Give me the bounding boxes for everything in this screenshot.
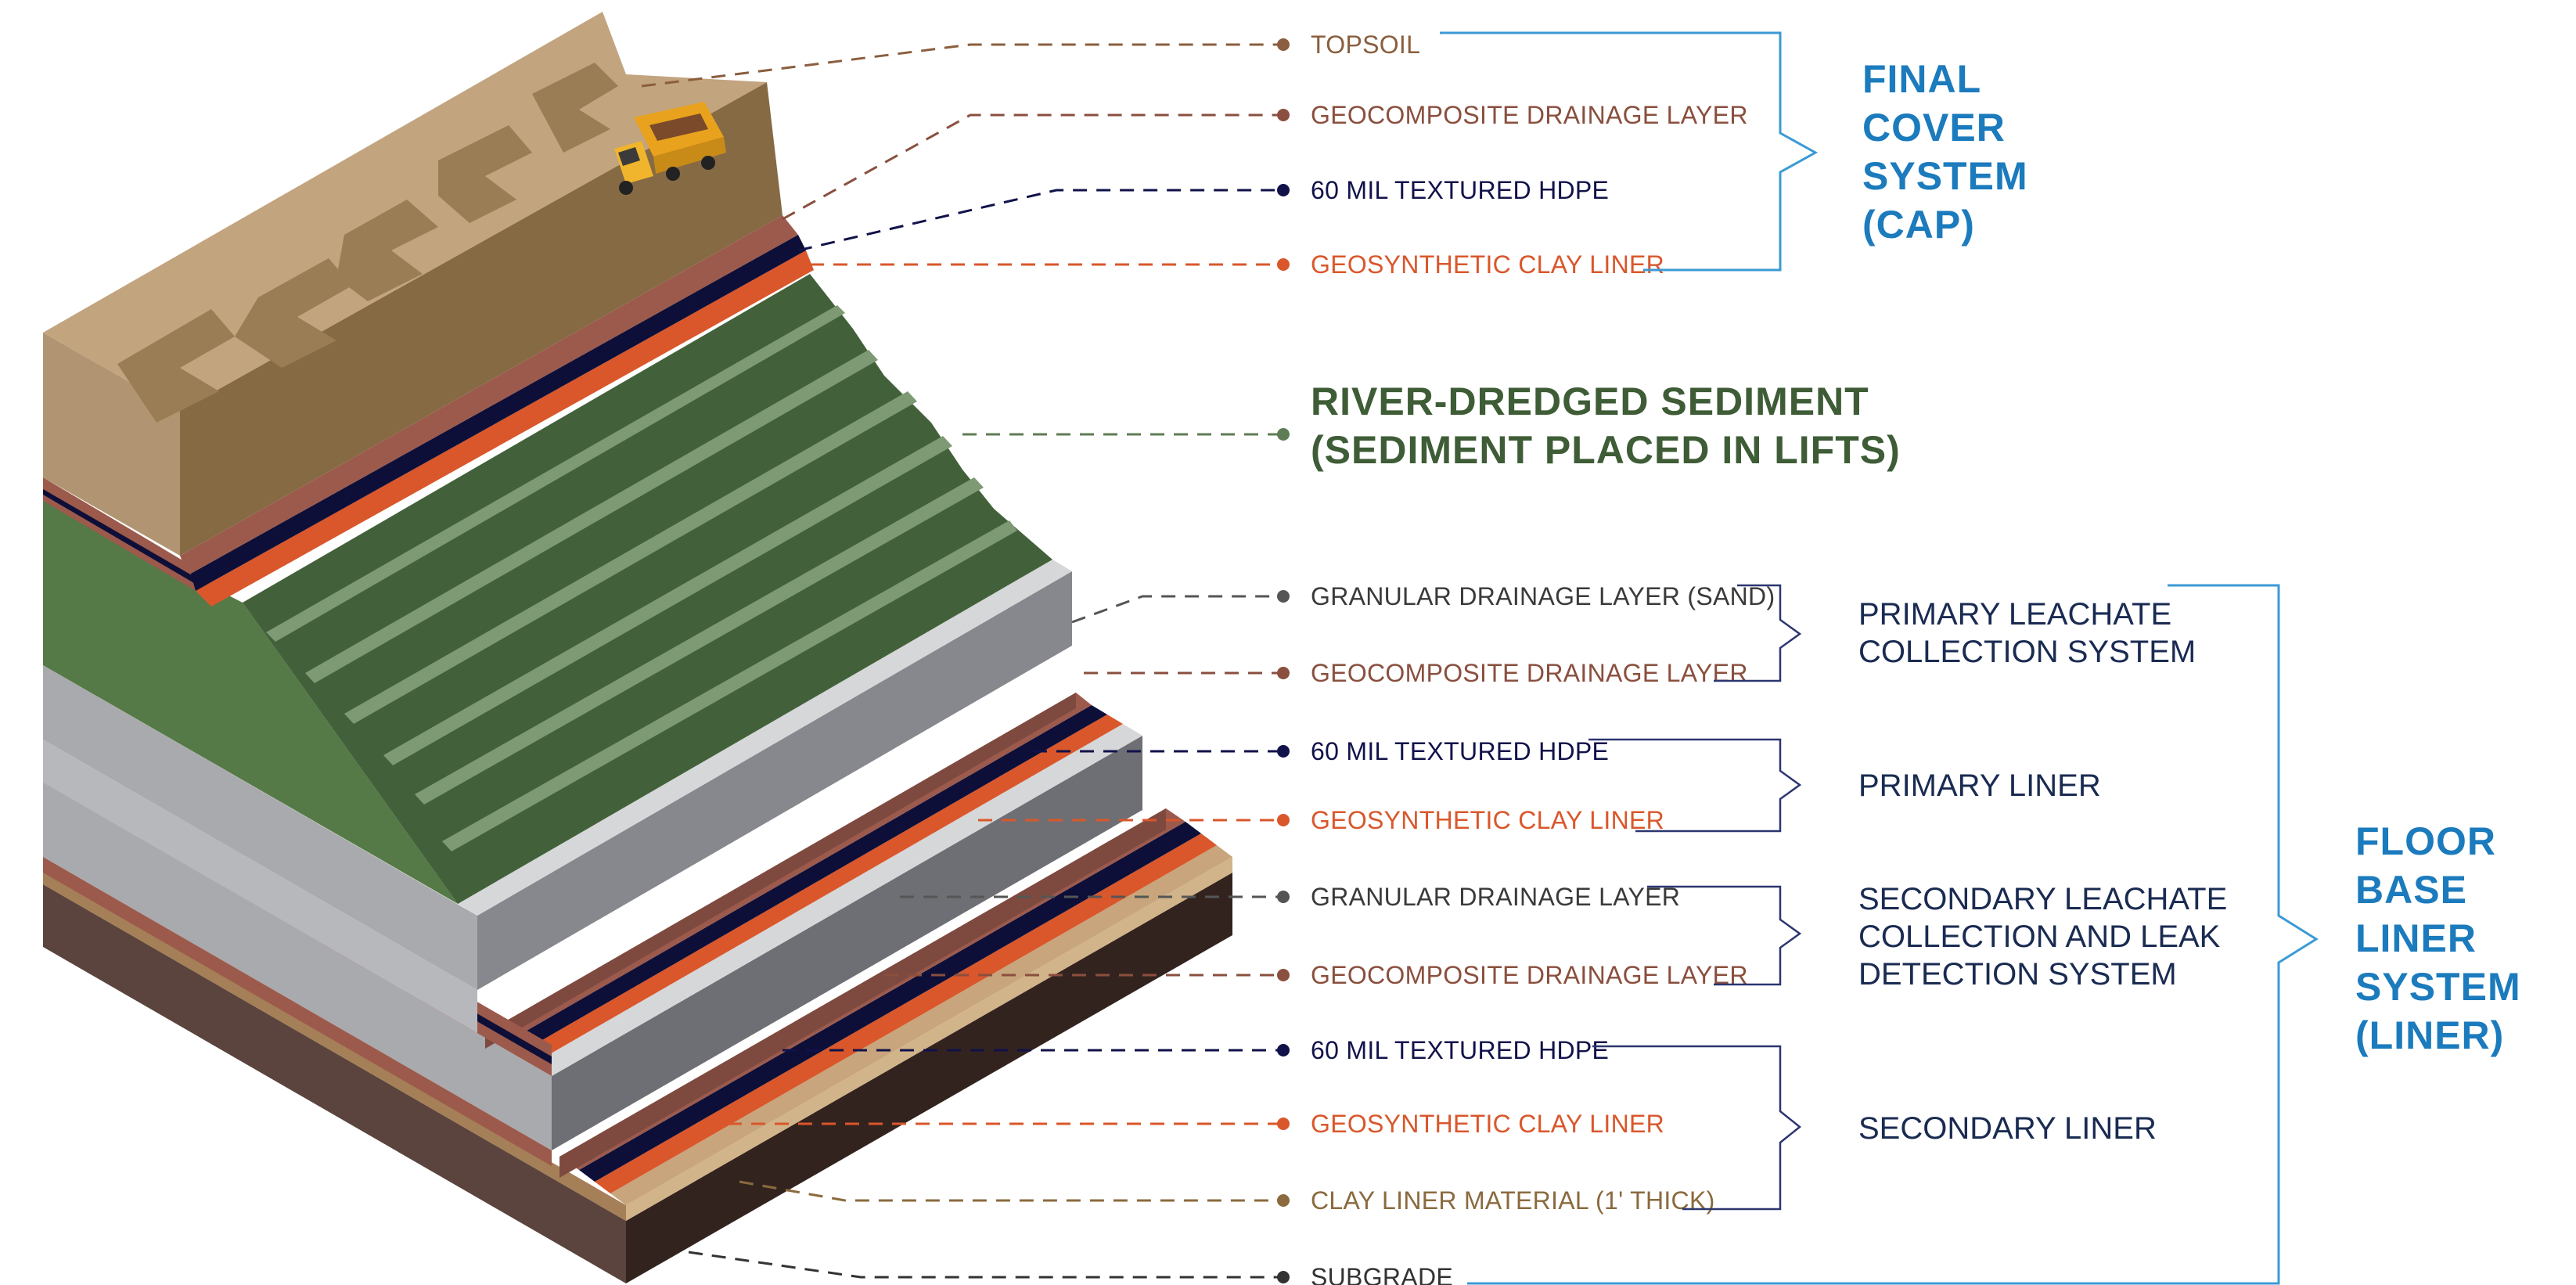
cap-title-line-1: FINAL (1862, 57, 1981, 101)
label-subgrade: SUBGRADE (1311, 1263, 1453, 1285)
cap-front-hdpe (43, 489, 194, 583)
cap-title-line-3: SYSTEM (1862, 154, 2028, 198)
primary-geocomposite-side (485, 693, 1076, 1049)
bracket-primary-liner (1588, 738, 1802, 833)
secondary-granular-front (43, 783, 552, 1150)
clay-side (626, 857, 1232, 1221)
liner-title-line-1: FLOOR (2355, 819, 2496, 863)
group-labels: PRIMARY LEACHATE COLLECTION SYSTEM PRIMA… (1858, 597, 2227, 1146)
liner-title-line-2: BASE (2355, 868, 2467, 912)
label-secondary-granular: GRANULAR DRAINAGE LAYER (1311, 883, 1680, 911)
clay-front (43, 869, 626, 1221)
cap-title-line-2: COVER (1862, 106, 2006, 149)
group-secondary-leachate-2: COLLECTION AND LEAK (1858, 920, 2221, 954)
sediment-title: RIVER-DREDGED SEDIMENT (SEDIMENT PLACED … (1311, 380, 1901, 472)
cap-bracket (1440, 31, 1819, 272)
cap-labels: TOPSOIL GEOCOMPOSITE DRAINAGE LAYER 60 M… (1311, 31, 1748, 279)
liner-title: FLOOR BASE LINER SYSTEM (LINER) (2355, 819, 2521, 1057)
sediment-title-line-2: (SEDIMENT PLACED IN LIFTS) (1311, 428, 1901, 472)
sediment-front (43, 501, 458, 904)
topsoil-side (180, 82, 783, 556)
secondary-granular-top (532, 724, 1142, 1076)
cap-gcl (196, 250, 814, 607)
leader-dots (1277, 38, 1290, 1283)
secondary-granular-side (552, 736, 1142, 1150)
liner-bracket (1467, 584, 2319, 1285)
group-primary-liner: PRIMARY LINER (1858, 768, 2101, 803)
erosion-cuts (117, 63, 618, 423)
label-primary-geocomposite: GEOCOMPOSITE DRAINAGE LAYER (1311, 659, 1748, 687)
group-secondary-liner: SECONDARY LINER (1858, 1111, 2157, 1146)
secondary-geocomposite-side (559, 808, 1166, 1178)
liner-title-line-4: SYSTEM (2355, 965, 2521, 1009)
sediment-title-line-1: RIVER-DREDGED SEDIMENT (1311, 380, 1869, 423)
label-primary-hdpe: 60 MIL TEXTURED HDPE (1311, 737, 1609, 765)
bracket-primary-leachate (1714, 584, 1802, 682)
cap-title-line-4: (CAP) (1862, 203, 1975, 247)
primary-granular-top (458, 560, 1072, 916)
liner-labels: GRANULAR DRAINAGE LAYER (SAND) GEOCOMPOS… (1311, 582, 1775, 1285)
group-secondary-leachate-3: DETECTION SYSTEM (1858, 957, 2177, 992)
liner-title-line-3: LINER (2355, 916, 2477, 960)
label-cap-hdpe: 60 MIL TEXTURED HDPE (1311, 176, 1609, 204)
primary-granular-front (43, 665, 477, 990)
bracket-secondary-leachate (1647, 885, 1802, 986)
secondary-gcl-top (595, 833, 1217, 1193)
label-primary-granular: GRANULAR DRAINAGE LAYER (SAND) (1311, 582, 1775, 610)
cap-geocomposite (180, 215, 798, 575)
subgrade-front (43, 884, 626, 1283)
label-clay-liner: CLAY LINER MATERIAL (1' THICK) (1311, 1186, 1715, 1215)
label-secondary-gcl: GEOSYNTHETIC CLAY LINER (1311, 1110, 1664, 1138)
primary-granular-side (477, 571, 1072, 990)
group-secondary-leachate-1: SECONDARY LEACHATE (1858, 882, 2227, 916)
label-cap-gcl: GEOSYNTHETIC CLAY LINER (1311, 250, 1664, 279)
sediment-lifts (266, 305, 1017, 851)
group-brackets (1588, 584, 1802, 1211)
isometric-block (43, 12, 1232, 1283)
label-cap-geocomposite: GEOCOMPOSITE DRAINAGE LAYER (1311, 101, 1748, 129)
secondary-hdpe-top (579, 822, 1201, 1182)
cap-hdpe (188, 235, 806, 591)
bracket-secondary-liner (1592, 1045, 1802, 1211)
label-topsoil: TOPSOIL (1311, 31, 1420, 59)
leader-lines (641, 43, 1283, 1279)
dump-truck-icon (614, 102, 726, 195)
label-secondary-hdpe: 60 MIL TEXTURED HDPE (1311, 1036, 1609, 1064)
label-primary-gcl: GEOSYNTHETIC CLAY LINER (1311, 806, 1664, 834)
group-primary-leachate-1: PRIMARY LEACHATE (1858, 597, 2171, 632)
front-stripe-3 (43, 857, 552, 1166)
group-primary-leachate-2: COLLECTION SYSTEM (1858, 635, 2196, 669)
primary-gcl-top (516, 714, 1123, 1064)
cap-title: FINAL COVER SYSTEM (CAP) (1862, 57, 2028, 247)
secondary-clay-top (610, 845, 1232, 1205)
primary-granular-front2 (43, 740, 477, 1033)
primary-hdpe-top (501, 705, 1107, 1055)
label-secondary-geocomposite: GEOCOMPOSITE DRAINAGE LAYER (1311, 961, 1748, 989)
liner-title-line-5: (LINER) (2355, 1013, 2504, 1057)
topsoil-front (43, 333, 180, 556)
